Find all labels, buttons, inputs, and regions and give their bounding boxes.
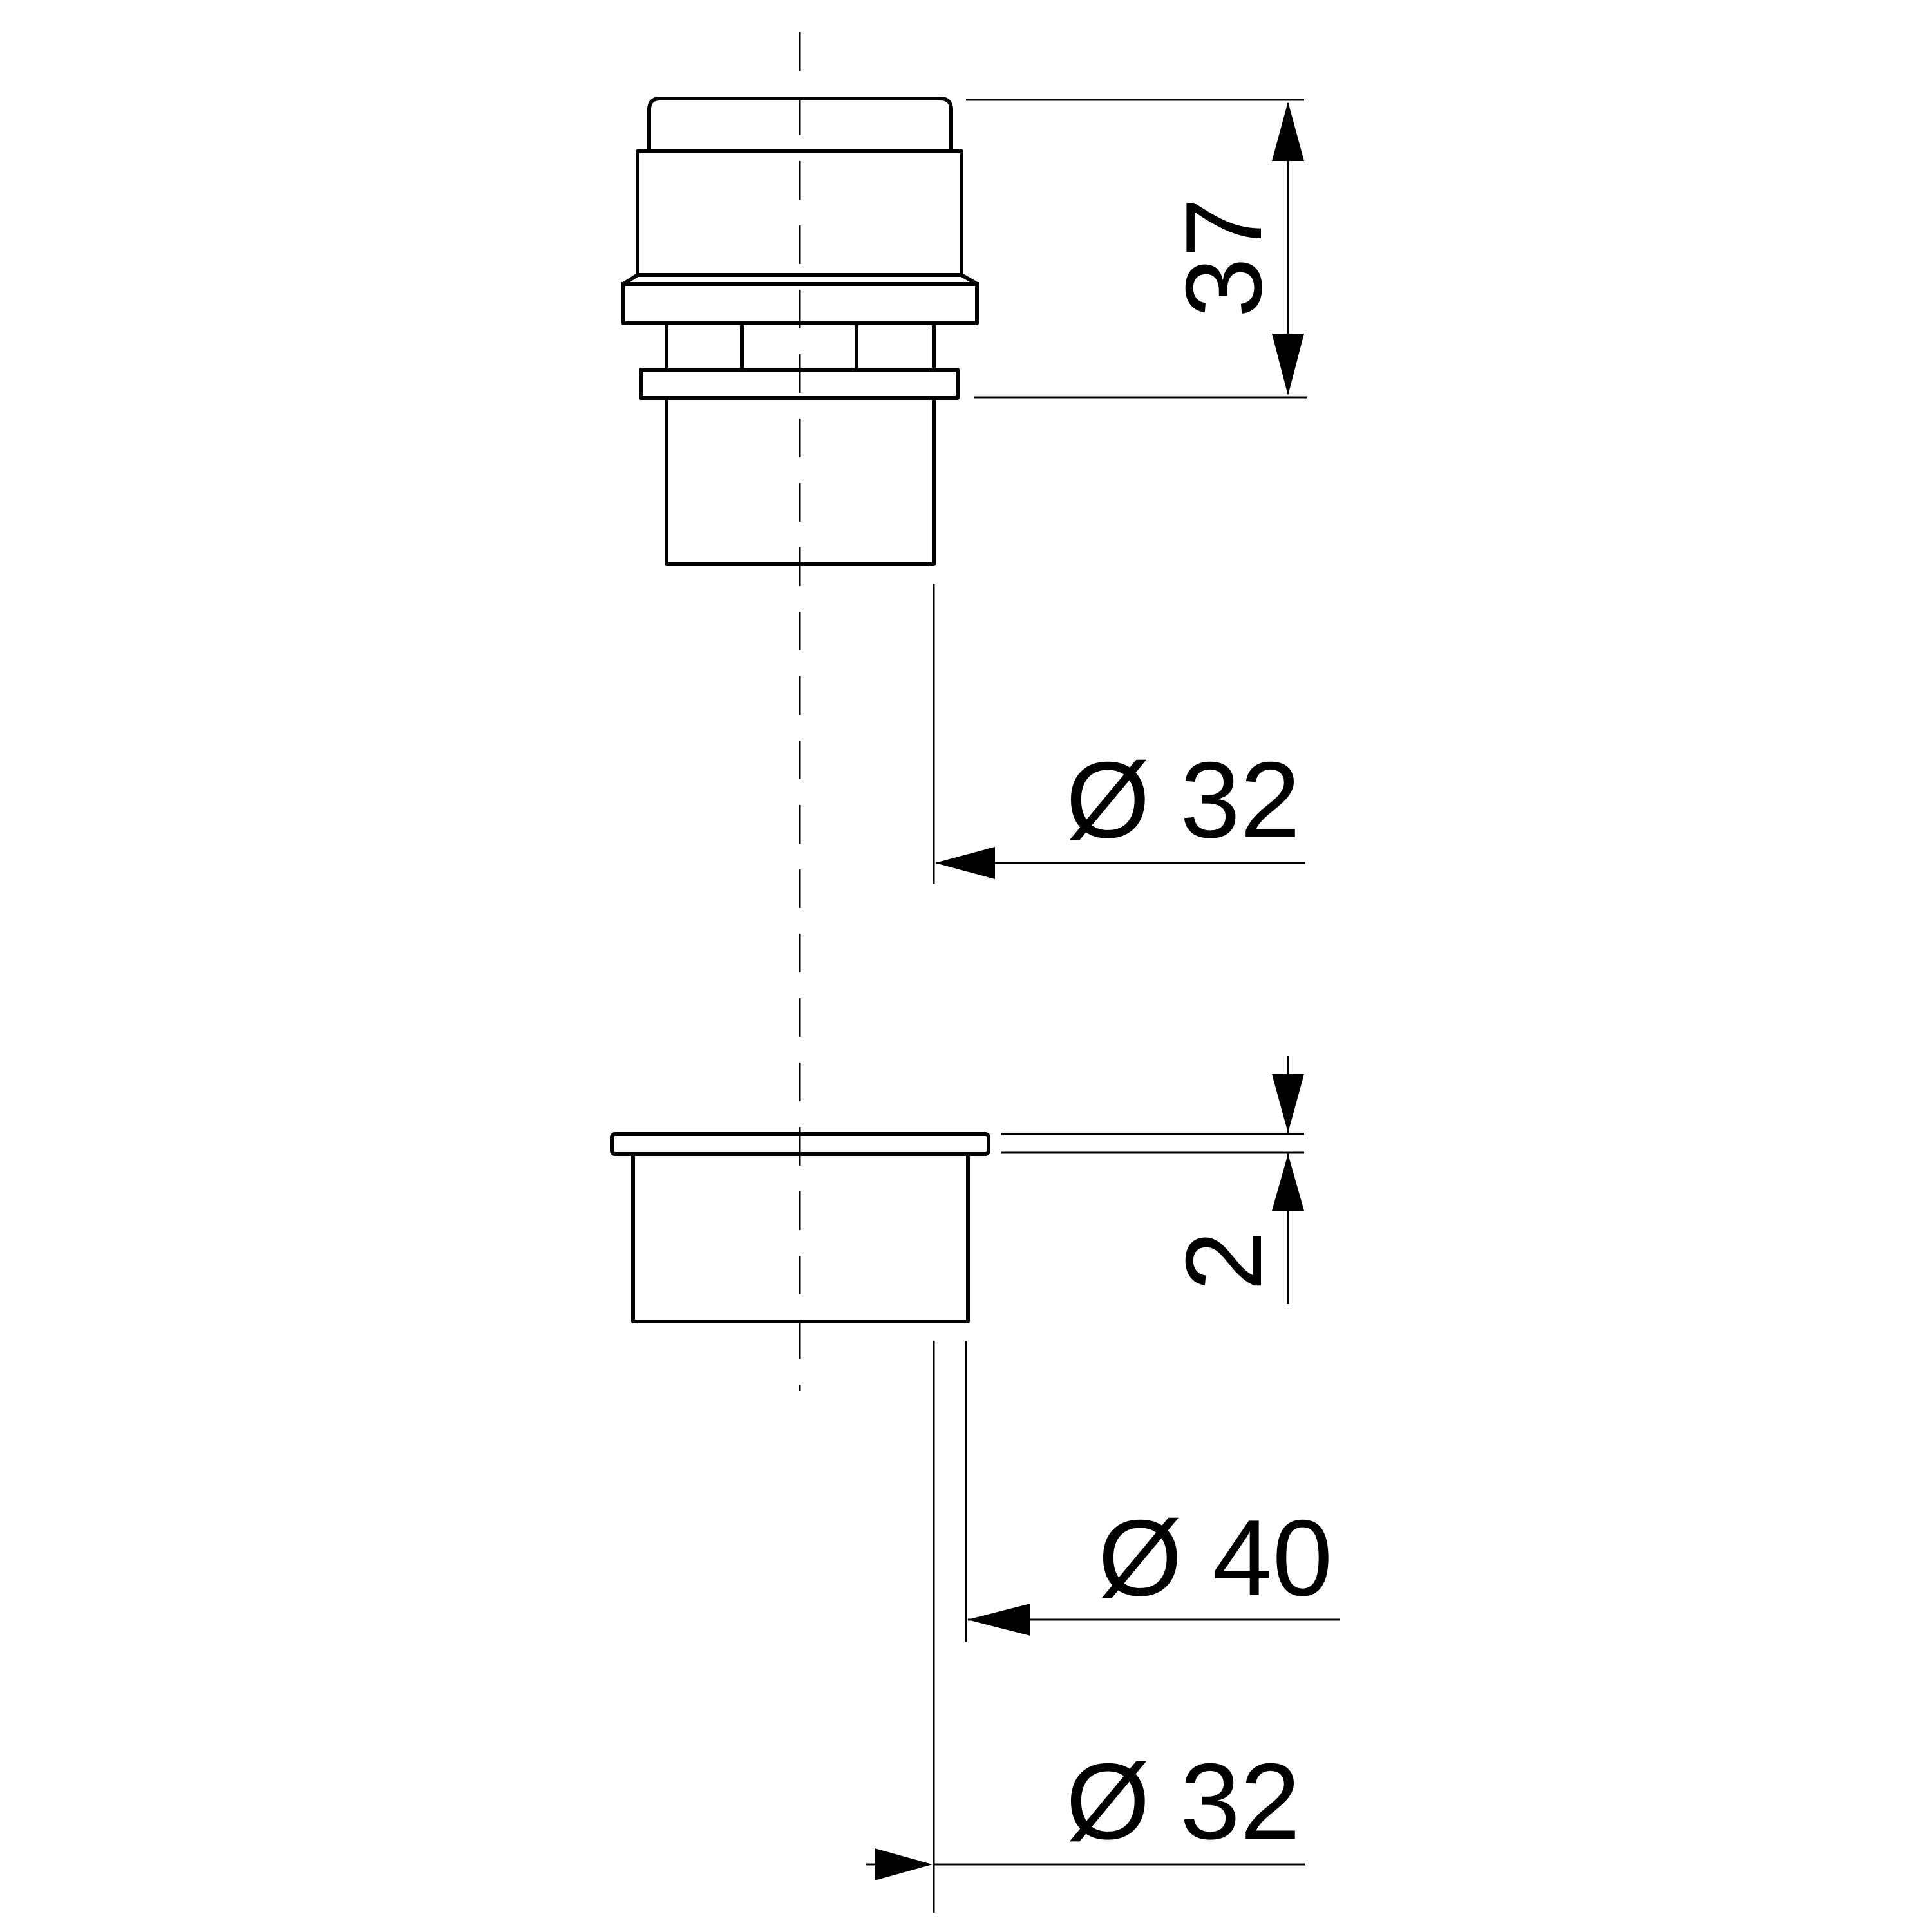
lower-sleeve [610, 1132, 990, 1323]
dimension-lower-flange-thickness: 2 [1001, 1056, 1304, 1304]
arrowhead-up [1272, 102, 1304, 161]
dimension-lower-inner-diameter: Ø 32 [866, 1341, 1305, 1913]
dimension-label-d32-lower: Ø 32 [1066, 1741, 1300, 1862]
arrowhead-down [1272, 1074, 1304, 1133]
dimension-lower-outer-diameter: Ø 40 [965, 1341, 1340, 1642]
arrowhead-left [935, 847, 995, 879]
arrowhead-up [1272, 1154, 1304, 1211]
upper-cap [647, 97, 953, 153]
upper-outlet-tube [665, 396, 936, 566]
dimension-label-37: 37 [1163, 198, 1284, 318]
dimension-upper-outlet-diameter: Ø 32 [933, 584, 1305, 884]
arrowhead-left [967, 1604, 1030, 1636]
dimension-label-d32-upper: Ø 32 [1066, 739, 1300, 860]
arrowhead-down [1272, 334, 1304, 395]
dimension-label-2: 2 [1163, 1231, 1284, 1291]
upper-fitting [621, 97, 979, 566]
arrowhead-right [875, 1848, 933, 1880]
lower-body [631, 1152, 970, 1323]
dimension-label-d40: Ø 40 [1098, 1497, 1332, 1618]
dimension-upper-height: 37 [966, 99, 1307, 399]
